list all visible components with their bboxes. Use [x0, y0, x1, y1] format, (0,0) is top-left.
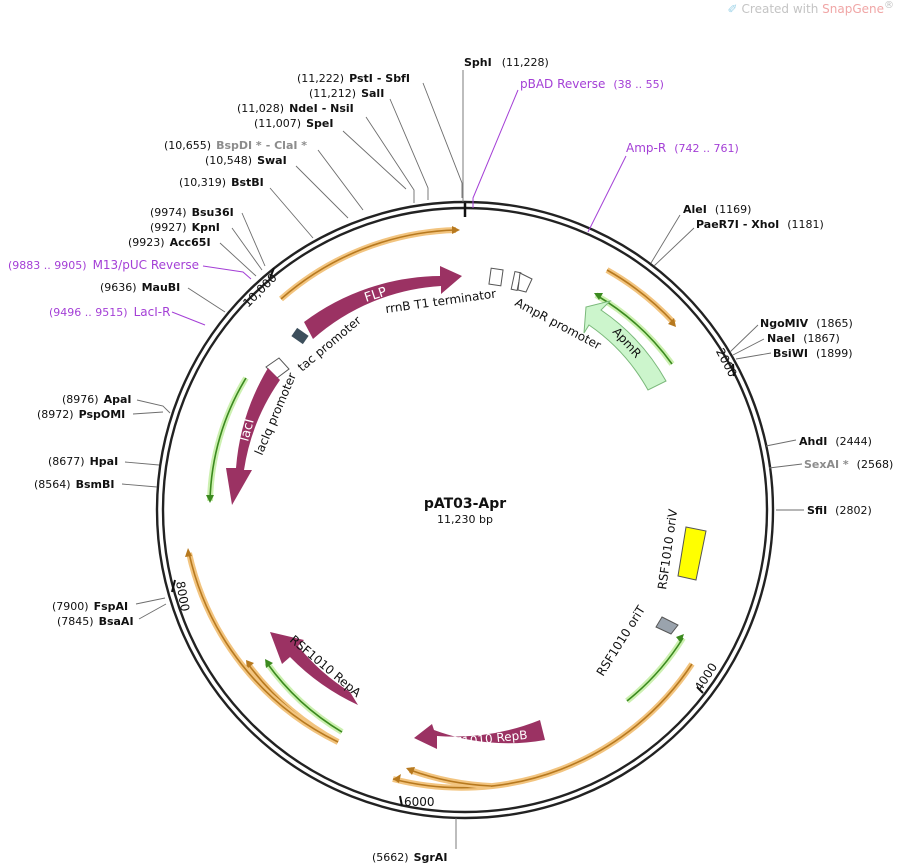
- feature-flp: FLP: [304, 266, 462, 339]
- primer-label-pbad-reverse: pBAD Reverse(38 .. 55): [520, 77, 664, 91]
- credit-mark: ®: [884, 0, 894, 11]
- enzyme-label-psti-sbfi: (11,222)PstI- SbfI: [297, 72, 410, 85]
- feature-label-orit: RSF1010 oriT: [594, 603, 649, 679]
- feature-rsf1010-repa: RSF1010 RepA: [270, 632, 364, 705]
- enzyme-label-maubi: (9636)MauBI: [100, 281, 180, 294]
- feature-rsf1010-oriv: RSF1010 oriV: [655, 507, 707, 590]
- feature-rsf1010-repb: RSF1010 RepB: [414, 720, 545, 751]
- primer-label-m13-puc-reverse: (9883 .. 9905)M13/pUC Reverse: [8, 258, 199, 272]
- feature-laci: lacI: [226, 368, 280, 505]
- orf-arcs-green: [206, 292, 686, 735]
- enzyme-labels: SphI(11,228) (11,222)PstI- SbfI (11,212)…: [34, 56, 893, 864]
- enzyme-label-spei: (11,007)SpeI: [254, 117, 333, 130]
- enzyme-label-bspdi-clai: (10,655)BspDI *- ClaI *: [164, 139, 307, 152]
- tick-label-8000: 8000: [173, 580, 192, 613]
- feature-label-repa: RSF1010 RepA: [287, 633, 364, 701]
- enzyme-label-bsu36i: (9974)Bsu36I: [150, 206, 234, 219]
- tick-label-6000: 6000: [404, 795, 435, 809]
- enzyme-label-bstbi: (10,319)BstBI: [179, 176, 264, 189]
- enzyme-label-sali: (11,212)SalI: [309, 87, 384, 100]
- enzyme-label-pspomi: (8972)PspOMI: [37, 408, 125, 421]
- enzyme-label-bsaai: (7845)BsaAI: [57, 615, 134, 628]
- enzyme-label-sfii: SfiI(2802): [807, 504, 872, 517]
- enzyme-label-kpni: (9927)KpnI: [150, 221, 220, 234]
- enzyme-label-ndei-nsii: (11,028)NdeI- NsiI: [237, 102, 354, 115]
- enzyme-label-sphi: SphI(11,228): [464, 56, 549, 69]
- primer-labels: pBAD Reverse(38 .. 55) Amp-R(742 .. 761)…: [8, 77, 739, 319]
- tick-label-10000: 10,000: [240, 271, 280, 311]
- enzyme-label-apai: (8976)ApaI: [62, 393, 131, 406]
- enzyme-label-sexai: SexAI *(2568): [804, 458, 893, 471]
- feature-label-laci: lacI: [237, 417, 257, 443]
- primer-label-laci-r: (9496 .. 9515)LacI-R: [49, 305, 170, 319]
- enzyme-label-acc65i: (9923)Acc65I: [128, 236, 211, 249]
- enzyme-label-alei: AleI(1169): [683, 203, 751, 216]
- enzyme-leader-lines: [121, 70, 804, 849]
- orf-arcs: [185, 226, 695, 791]
- feature-label-oriv: RSF1010 oriV: [655, 507, 680, 590]
- credit-brand: SnapGene: [822, 2, 884, 16]
- enzyme-label-bsiwi: BsiWI(1899): [773, 347, 853, 360]
- enzyme-label-naei: NaeI(1867): [767, 332, 840, 345]
- enzyme-label-sgrai: (5662)SgrAI: [372, 851, 447, 864]
- feature-label-flp: FLP: [363, 285, 389, 306]
- enzyme-label-ngomiv: NgoMIV(1865): [760, 317, 853, 330]
- enzyme-label-bsmbi: (8564)BsmBI: [34, 478, 114, 491]
- snapgene-credit: ✐Created with SnapGene®: [727, 0, 894, 16]
- backbone-outer: [155, 200, 775, 820]
- credit-prefix: Created with: [741, 2, 823, 16]
- plasmid-size: 11,230 bp: [437, 513, 493, 526]
- primer-lines: [171, 89, 627, 326]
- enzyme-label-fspai: (7900)FspAI: [52, 600, 128, 613]
- plasmid-name: pAT03-Apr: [424, 496, 506, 512]
- enzyme-label-ahdi: AhdI(2444): [799, 435, 872, 448]
- primer-label-amp-r: Amp-R(742 .. 761): [626, 141, 739, 155]
- enzyme-label-swai: (10,548)SwaI: [205, 154, 287, 167]
- enzyme-label-hpai: (8677)HpaI: [48, 455, 118, 468]
- feature-label-repb: RSF1010 RepB: [439, 728, 528, 751]
- enzyme-label-paer7i-xhoi: PaeR7I- XhoI(1181): [696, 218, 824, 231]
- snapgene-logo-icon: ✐: [727, 2, 738, 16]
